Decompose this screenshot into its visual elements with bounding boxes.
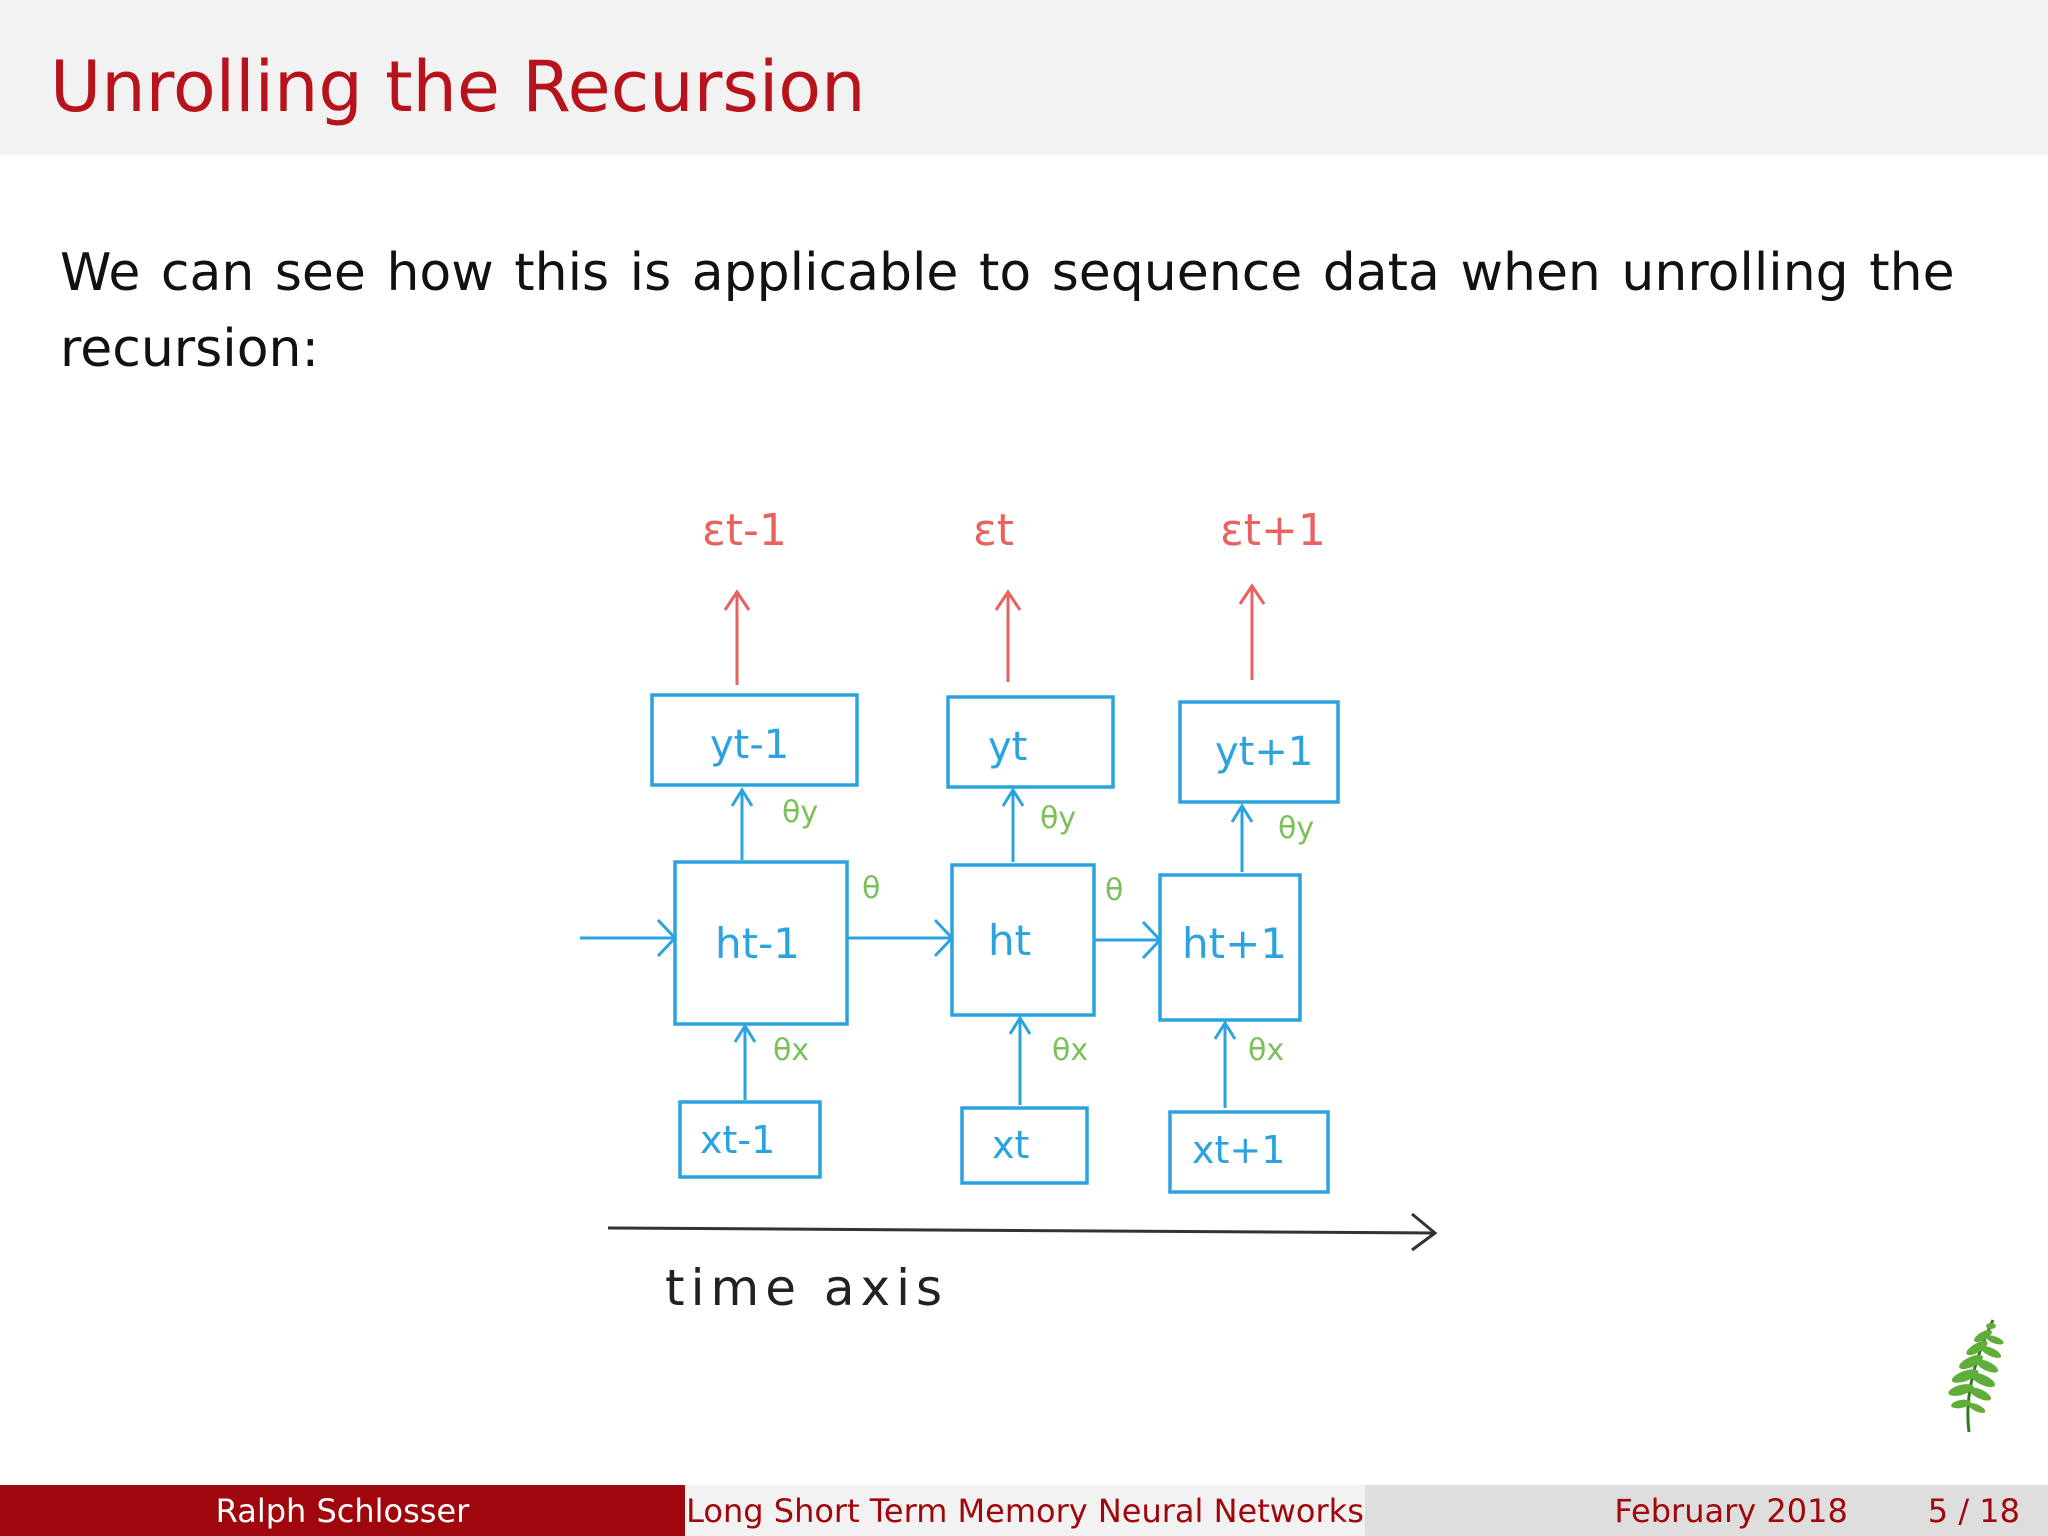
error-arrow-2 xyxy=(994,589,1022,682)
slide-title: Unrolling the Recursion xyxy=(50,46,866,128)
recurrence-arrows xyxy=(580,918,1163,960)
input-label-3: xt+1 xyxy=(1192,1128,1285,1172)
theta-label-1: θ xyxy=(862,871,880,906)
error-label-2: εt xyxy=(973,505,1014,556)
hidden-label-3: ht+1 xyxy=(1182,919,1287,968)
error-arrows xyxy=(723,583,1266,685)
slide-body-text: We can see how this is applicable to seq… xyxy=(60,243,1955,379)
footer-talk-title: Long Short Term Memory Neural Networks xyxy=(685,1485,1365,1536)
input-label-2: xt xyxy=(992,1123,1029,1167)
footer-date: February 2018 xyxy=(1614,1491,1848,1530)
theta-x-label-1: θx xyxy=(773,1033,809,1068)
output-label-3: yt+1 xyxy=(1215,729,1313,775)
theta-y-label-2: θy xyxy=(1040,801,1076,836)
rnn-unrolled-diagram: εt-1 εt εt+1 yt-1 yt yt+1 θy θy θy xyxy=(580,505,1438,1317)
input-box-1 xyxy=(678,1100,822,1179)
theta-y-arrows xyxy=(730,787,1254,872)
hidden-label-1: ht-1 xyxy=(715,919,800,968)
error-label-3: εt+1 xyxy=(1220,505,1326,556)
fern-logo-icon xyxy=(1948,1319,2004,1433)
footer-page-number: 5 / 18 xyxy=(1927,1491,2020,1530)
error-label-1: εt-1 xyxy=(702,505,787,556)
hidden-box-3 xyxy=(1158,873,1302,1022)
footer-bar: Ralph Schlosser Long Short Term Memory N… xyxy=(0,1485,2048,1536)
output-label-1: yt-1 xyxy=(710,722,789,768)
error-arrow-1 xyxy=(723,589,751,685)
input-box-2 xyxy=(960,1106,1089,1185)
theta-x-label-3: θx xyxy=(1248,1033,1284,1068)
theta-x-label-2: θx xyxy=(1052,1033,1088,1068)
output-box-1 xyxy=(650,693,859,787)
theta-x-arrows xyxy=(733,1015,1237,1108)
footer-author: Ralph Schlosser xyxy=(0,1485,685,1536)
output-box-2 xyxy=(946,695,1115,789)
input-boxes xyxy=(678,1100,1330,1194)
time-axis-label: time axis xyxy=(665,1259,948,1317)
footer-right: February 2018 5 / 18 xyxy=(1365,1485,2048,1536)
theta-y-label-3: θy xyxy=(1278,811,1314,846)
title-bar: Unrolling the Recursion xyxy=(0,0,2048,155)
theta-label-2: θ xyxy=(1105,873,1123,908)
output-label-2: yt xyxy=(988,724,1027,770)
output-boxes xyxy=(650,693,1340,804)
theta-y-label-1: θy xyxy=(782,795,818,830)
hidden-box-1 xyxy=(673,860,849,1026)
input-label-1: xt-1 xyxy=(700,1118,775,1162)
output-box-3 xyxy=(1178,700,1340,804)
time-axis-arrow xyxy=(607,1212,1438,1252)
error-arrow-3 xyxy=(1238,583,1266,680)
hidden-label-2: ht xyxy=(988,916,1031,965)
input-box-3 xyxy=(1168,1110,1330,1194)
